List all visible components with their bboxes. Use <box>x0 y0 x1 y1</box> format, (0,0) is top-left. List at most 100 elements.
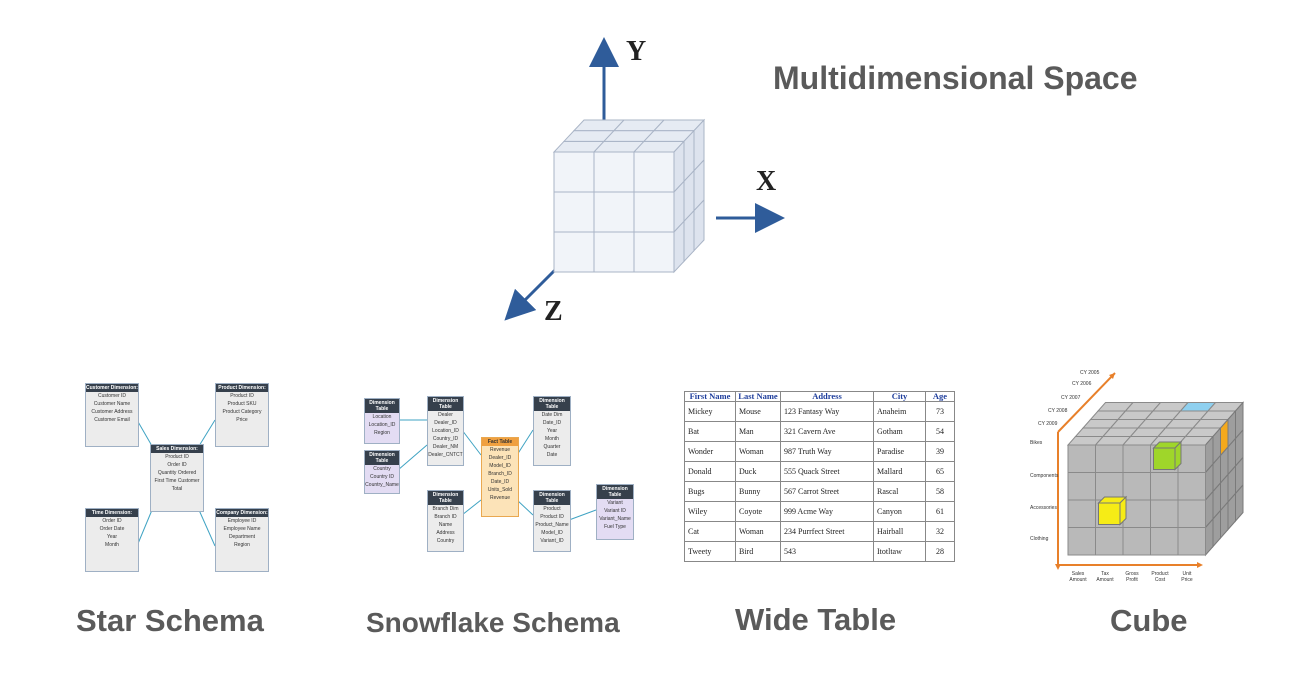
table-cell: Wiley <box>684 501 736 522</box>
snowflake-product-title: Dimension Table <box>534 491 570 505</box>
years-axis-arrow <box>1057 372 1116 433</box>
snowflake-date-field: Year <box>546 428 558 434</box>
star-company-field: Employee Name <box>223 526 261 532</box>
olap-cube-front-cell <box>1177 444 1206 473</box>
table-cell: 65 <box>925 461 955 482</box>
table-cell: Paradise <box>873 441 926 462</box>
table-cell: 61 <box>925 501 955 522</box>
snowflake-date-field: Date Dim <box>541 412 563 418</box>
snowflake-dealer-table: Dimension Table Dealer Dealer_ID Locatio… <box>427 396 464 466</box>
cube-measure-label: Unit Price <box>1181 571 1193 583</box>
wide-table: First Name Last Name Address City Age Mi… <box>684 391 955 562</box>
caption-snowflake-schema: Snowflake Schema <box>366 607 620 638</box>
column-header-age: Age <box>925 391 955 402</box>
star-time-field: Order ID <box>102 518 122 524</box>
olap-cube-front-cell <box>1177 499 1206 528</box>
column-header-city: City <box>873 391 926 402</box>
snowflake-fact-field: Model_ID <box>489 463 511 469</box>
caption-star-schema: Star Schema <box>76 603 264 638</box>
table-cell: 54 <box>925 421 955 442</box>
cube-measure-label: Product Cost <box>1151 571 1169 583</box>
table-cell: 234 Purrfect Street <box>780 521 874 542</box>
cube-front-face <box>593 231 635 273</box>
star-product-field: Product SKU <box>227 401 257 407</box>
table-cell: Canyon <box>873 501 926 522</box>
cube-side-face <box>693 198 705 252</box>
snowflake-location-field: Location <box>372 414 392 420</box>
table-row: Bugs Bunny 567 Carrot Street Rascal 58 <box>684 481 955 502</box>
table-cell: 567 Carrot Street <box>780 481 874 502</box>
snowflake-variant-field: Variant ID <box>604 508 626 514</box>
snowflake-date-table: Dimension Table Date Dim Date_ID Year Mo… <box>533 396 571 466</box>
olap-cube-front-cell <box>1177 472 1206 501</box>
star-company-field: Employee ID <box>227 518 257 524</box>
table-cell: Bugs <box>684 481 736 502</box>
olap-cube-front-cell <box>1150 527 1179 556</box>
caption-wide-table: Wide Table <box>735 602 897 637</box>
olap-cube-cells <box>1066 401 1245 557</box>
table-cell: Woman <box>735 521 781 542</box>
cube-front-face <box>593 191 635 233</box>
table-cell: Coyote <box>735 501 781 522</box>
table-cell: Mallard <box>873 461 926 482</box>
snowflake-fact-field: Branch_ID <box>488 471 512 477</box>
star-time-dimension: Time Dimension: Order ID Order Date Year… <box>85 508 139 572</box>
snowflake-dealer-field: Country_ID <box>432 436 459 442</box>
snowflake-branch-field: Address <box>436 530 455 536</box>
column-header-address: Address <box>780 391 874 402</box>
snowflake-branch-field: Name <box>438 522 453 528</box>
star-customer-field: Customer Name <box>93 401 131 407</box>
snowflake-fact-field: Date_ID <box>490 479 510 485</box>
star-customer-field: Customer Address <box>91 409 133 415</box>
olap-cube-highlight-cell <box>1119 495 1127 526</box>
olap-cube-highlight-cell <box>1098 502 1121 525</box>
star-sales-field: Product ID <box>165 454 189 460</box>
cube-category-label: Accessories <box>1030 505 1057 511</box>
snowflake-dealer-field: Dealer <box>438 412 453 418</box>
cube-year-label: CY 2007 <box>1061 395 1081 401</box>
star-customer-field: Customer Email <box>94 417 130 423</box>
snowflake-product-field: Product_Name <box>535 522 569 528</box>
star-schema-connectors <box>136 419 216 547</box>
snowflake-date-field: Date_ID <box>542 420 562 426</box>
table-row: Donald Duck 555 Quack Street Mallard 65 <box>684 461 955 482</box>
star-time-field: Month <box>105 542 119 548</box>
table-cell: 555 Quack Street <box>780 461 874 482</box>
snowflake-location-table: Dimension Table Location Location_ID Reg… <box>364 398 400 444</box>
olap-cube-front-cell <box>1067 472 1096 501</box>
table-cell: Bat <box>684 421 736 442</box>
snowflake-variant-field: Variant_Name <box>599 516 631 522</box>
snowflake-branch-field: Branch Dim <box>432 506 459 512</box>
table-row: Bat Man 321 Cavern Ave Gotham 54 <box>684 421 955 442</box>
table-row: Wonder Woman 987 Truth Way Paradise 39 <box>684 441 955 462</box>
olap-cube-front-cell <box>1122 444 1151 473</box>
star-sales-title: Sales Dimension: <box>151 445 203 453</box>
olap-cube-front-cell <box>1122 472 1151 501</box>
table-cell: Mouse <box>735 401 781 422</box>
snowflake-fact-field: Revenue <box>489 447 510 453</box>
snowflake-location-title: Dimension Table <box>365 399 399 413</box>
star-customer-dimension: Customer Dimension: Customer ID Customer… <box>85 383 139 447</box>
snowflake-fact-title: Fact Table <box>482 438 518 446</box>
olap-cube-front-cell <box>1067 499 1096 528</box>
caption-cube: Cube <box>1110 603 1188 638</box>
cube-front-face <box>553 231 595 273</box>
olap-cube-front-cell <box>1095 472 1124 501</box>
snowflake-dealer-field: Dealer_NM <box>432 444 459 450</box>
cube-year-label: CY 2005 <box>1080 370 1100 376</box>
table-cell: 123 Fantasy Way <box>780 401 874 422</box>
cube-front-face <box>633 191 675 233</box>
table-cell: Bunny <box>735 481 781 502</box>
z-axis-arrow <box>504 268 557 321</box>
snowflake-country-field: Country_Name <box>365 482 399 488</box>
column-header-first-name: First Name <box>684 391 736 402</box>
olap-cube-front-cell <box>1150 472 1179 501</box>
cube-category-label: Bikes <box>1030 440 1043 446</box>
olap-cube-highlight-cell <box>1153 447 1176 470</box>
snowflake-country-table: Dimension Table Country Country ID Count… <box>364 450 400 494</box>
cube-measure-label: Tax Amount <box>1096 571 1114 583</box>
snowflake-branch-title: Dimension Table <box>428 491 463 505</box>
star-company-field: Department <box>228 534 256 540</box>
snowflake-country-title: Dimension Table <box>365 451 399 465</box>
table-cell: 321 Cavern Ave <box>780 421 874 442</box>
